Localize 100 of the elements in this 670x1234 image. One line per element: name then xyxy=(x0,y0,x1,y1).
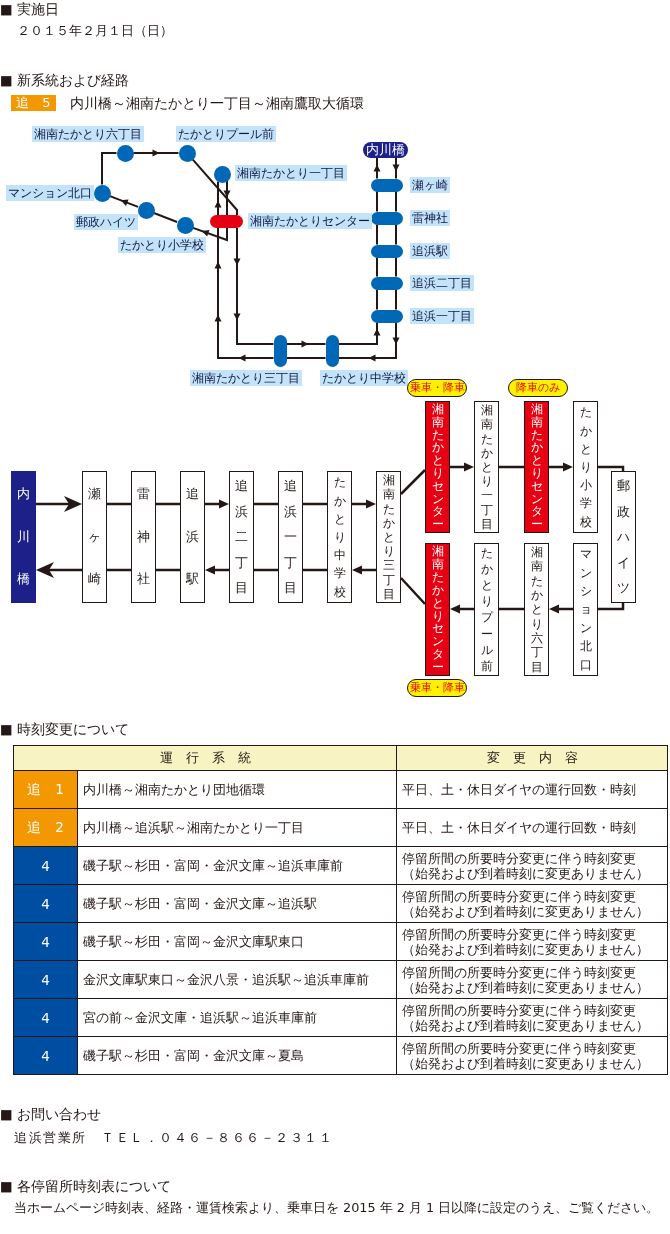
stop-box: 雷神社 xyxy=(131,471,156,603)
stop-dot xyxy=(213,165,231,183)
route-number-cell: 追 1 xyxy=(13,770,78,809)
boarding-tag: 乗車・降車 xyxy=(407,379,467,397)
section-heading: ■ お問い合わせ xyxy=(0,1106,102,1122)
connector-line xyxy=(395,190,397,213)
table-cell: 内川橋～湘南たかとり団地循環 xyxy=(77,770,397,809)
table-cell: 磯子駅～杉田・富岡・金沢文庫～夏島 xyxy=(77,1036,397,1075)
stop-box: たかとりプール前 xyxy=(474,543,499,676)
table-cell: 停留所間の所要時分変更に伴う時刻変更（始発および到着時刻に変更ありません） xyxy=(396,846,668,885)
arrow xyxy=(233,227,275,345)
stop-label: 雷神社 xyxy=(410,210,450,226)
table-cell: 金沢文庫駅東口～金沢八景・追浜駅～追浜車庫前 xyxy=(77,960,397,999)
stop-box: 追浜一丁目 xyxy=(278,471,303,603)
arrow xyxy=(223,179,231,216)
section-heading: ■ 時刻変更について xyxy=(0,721,130,737)
connector-line xyxy=(499,465,524,469)
stop-bar xyxy=(371,244,403,258)
route-number-cell: 4 xyxy=(13,922,78,961)
stop-box: 追浜二丁目 xyxy=(229,471,254,603)
route-number-cell: 4 xyxy=(13,998,78,1037)
stop-dot xyxy=(137,201,155,219)
stop-dot xyxy=(176,216,194,234)
connector-line xyxy=(156,568,180,572)
arrow xyxy=(108,195,140,208)
terminal-box: 内川橋 xyxy=(11,471,36,603)
connector-line xyxy=(101,152,118,186)
stop-label: 追浜駅 xyxy=(410,243,450,259)
table-cell: 停留所間の所要時分変更に伴う時刻変更（始発および到着時刻に変更ありません） xyxy=(396,884,668,923)
stop-box: 湘南たかとり六丁目 xyxy=(524,543,549,676)
stop-label: 郵政ハイツ xyxy=(74,214,138,230)
stop-bar xyxy=(371,178,403,192)
connector-line xyxy=(303,502,327,506)
section-heading: ■ 実施日 xyxy=(0,1,60,17)
table-cell: 磯子駅～杉田・富岡・金沢文庫～追浜車庫前 xyxy=(77,846,397,885)
arrow xyxy=(36,562,82,578)
stop-bar xyxy=(371,211,403,225)
arrow xyxy=(214,180,222,216)
table-cell: 停留所間の所要時分変更に伴う時刻変更（始発および到着時刻に変更ありません） xyxy=(396,922,668,961)
connector-line xyxy=(400,577,426,605)
stop-bar xyxy=(371,309,403,323)
route-number-cell: 4 xyxy=(13,884,78,923)
route-number-cell: 4 xyxy=(13,846,78,885)
connector-line xyxy=(598,465,625,471)
connector-line xyxy=(376,223,378,246)
connector-line xyxy=(395,256,397,278)
table-header: 変 更 内 容 xyxy=(396,745,668,771)
route-name: 内川橋～湘南たかとり一丁目～湘南鷹取大循環 xyxy=(70,95,364,112)
stop-bar xyxy=(273,335,287,367)
arrow xyxy=(392,157,400,180)
stop-label: たかとりプール前 xyxy=(176,126,276,142)
stop-label: たかとり中学校 xyxy=(320,370,408,386)
table-cell: 宮の前～金沢文庫・追浜駅～追浜車庫前 xyxy=(77,998,397,1037)
note-text: 当ホームページ時刻表、経路・運賃検索より、乗車日を 2015 年 2 月 1 日以降に設定のうえ、ご覧ください。 xyxy=(14,1200,660,1216)
boarding-tag: 乗車・降車 xyxy=(407,679,467,697)
table-cell: 停留所間の所要時分変更に伴う時刻変更（始発および到着時刻に変更ありません） xyxy=(396,960,668,999)
date-text: ２０１５年２月１日（日） xyxy=(17,23,173,39)
stop-box: 湘南たかとり三丁目 xyxy=(376,471,401,603)
connector-line xyxy=(499,607,524,611)
section-heading: ■ 各停留所時刻表について xyxy=(0,1178,172,1194)
table-cell: 平日、土・休日ダイヤの運行回数・時刻 xyxy=(396,770,668,809)
terminal-box: 内川橋 xyxy=(363,142,408,158)
stop-label: 追浜二丁目 xyxy=(410,275,474,291)
stop-box: 湘南たかとりセンター xyxy=(425,401,450,533)
connector-line xyxy=(285,357,327,359)
connector-line xyxy=(156,502,180,506)
route-number-cell: 4 xyxy=(13,960,78,999)
arrow xyxy=(337,321,400,362)
connector-line xyxy=(376,190,378,213)
stop-box: たかとり中学校 xyxy=(327,471,352,603)
connector-line xyxy=(254,502,278,506)
connector-line xyxy=(152,212,179,223)
arrow xyxy=(192,226,228,242)
connector-line xyxy=(107,502,131,506)
stop-dot xyxy=(178,144,196,162)
stop-box: たかとり小学校 xyxy=(573,401,598,533)
stop-bar xyxy=(371,276,403,290)
connector-line xyxy=(598,603,625,611)
stop-bar xyxy=(325,335,339,367)
stop-label: 湘南たかとりセンター xyxy=(248,213,372,229)
arrow xyxy=(36,496,82,512)
connector-line xyxy=(376,256,378,278)
connector-line xyxy=(191,158,238,216)
arrow xyxy=(214,227,275,362)
connector-line xyxy=(303,568,327,572)
route-number-cell: 4 xyxy=(13,1036,78,1075)
table-cell: 磯子駅～杉田・富岡～金沢文庫駅東口 xyxy=(77,922,397,961)
stop-label: 湘南たかとり六丁目 xyxy=(32,126,144,142)
section-heading: ■ 新系統および経路 xyxy=(0,72,130,88)
connector-line xyxy=(395,223,397,246)
stop-label: 瀬ヶ崎 xyxy=(410,177,450,193)
stop-label: 追浜一丁目 xyxy=(410,308,474,324)
route-badge: 追 5 xyxy=(11,95,56,111)
stop-bar xyxy=(210,215,243,228)
stop-label: たかとり小学校 xyxy=(118,237,206,253)
boarding-tag: 降車のみ xyxy=(508,379,568,397)
stop-label: マンション北口 xyxy=(6,185,94,201)
connector-line xyxy=(400,469,426,495)
stop-box: 郵政ハイツ xyxy=(611,471,636,603)
stop-box: 湘南たかとりセンター xyxy=(524,401,549,533)
